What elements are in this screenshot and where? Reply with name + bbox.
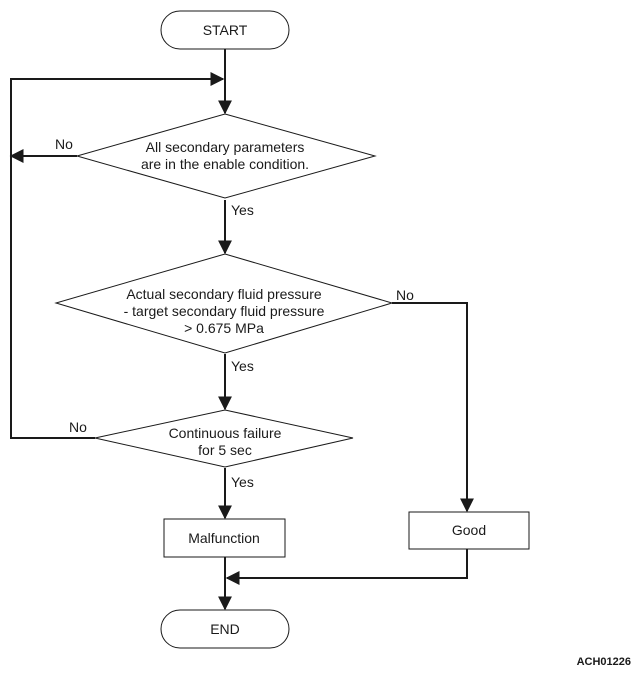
connector-d3-no-loop — [10, 72, 225, 439]
connectors — [9, 49, 474, 611]
d3-yes-label: Yes — [231, 474, 254, 490]
decision-enable-condition-line-2: are in the enable condition. — [141, 156, 309, 172]
start-terminal: START — [160, 10, 290, 50]
start-label: START — [203, 22, 248, 38]
connector-good-to-join — [225, 549, 468, 585]
d1-yes-label: Yes — [231, 202, 254, 218]
decision-continuous-failure-line-1: Continuous failure — [169, 425, 282, 441]
decision-fluid-pressure: Actual secondary fluid pressure - target… — [54, 253, 394, 354]
d2-yes-label: Yes — [231, 358, 254, 374]
d1-no-label: No — [55, 136, 73, 152]
connector-d2-no-to-good — [392, 302, 474, 513]
d2-no-label: No — [396, 287, 414, 303]
figure-code: ACH01226 — [577, 656, 631, 668]
decision-enable-condition-line-1: All secondary parameters — [146, 139, 305, 155]
good-label: Good — [452, 522, 486, 538]
decision-continuous-failure: Continuous failure for 5 sec — [94, 409, 354, 468]
decision-fluid-pressure-line-3: > 0.675 MPa — [184, 320, 264, 336]
d3-no-label: No — [69, 419, 87, 435]
decision-continuous-failure-line-2: for 5 sec — [198, 442, 252, 458]
good-box: Good — [408, 511, 530, 550]
decision-fluid-pressure-line-1: Actual secondary fluid pressure — [126, 286, 322, 302]
end-terminal: END — [160, 609, 290, 649]
malfunction-box: Malfunction — [163, 518, 286, 558]
decision-fluid-pressure-line-2: - target secondary fluid pressure — [124, 303, 325, 319]
malfunction-label: Malfunction — [188, 530, 260, 546]
decision-enable-condition: All secondary parameters are in the enab… — [75, 113, 377, 199]
end-label: END — [210, 621, 240, 637]
